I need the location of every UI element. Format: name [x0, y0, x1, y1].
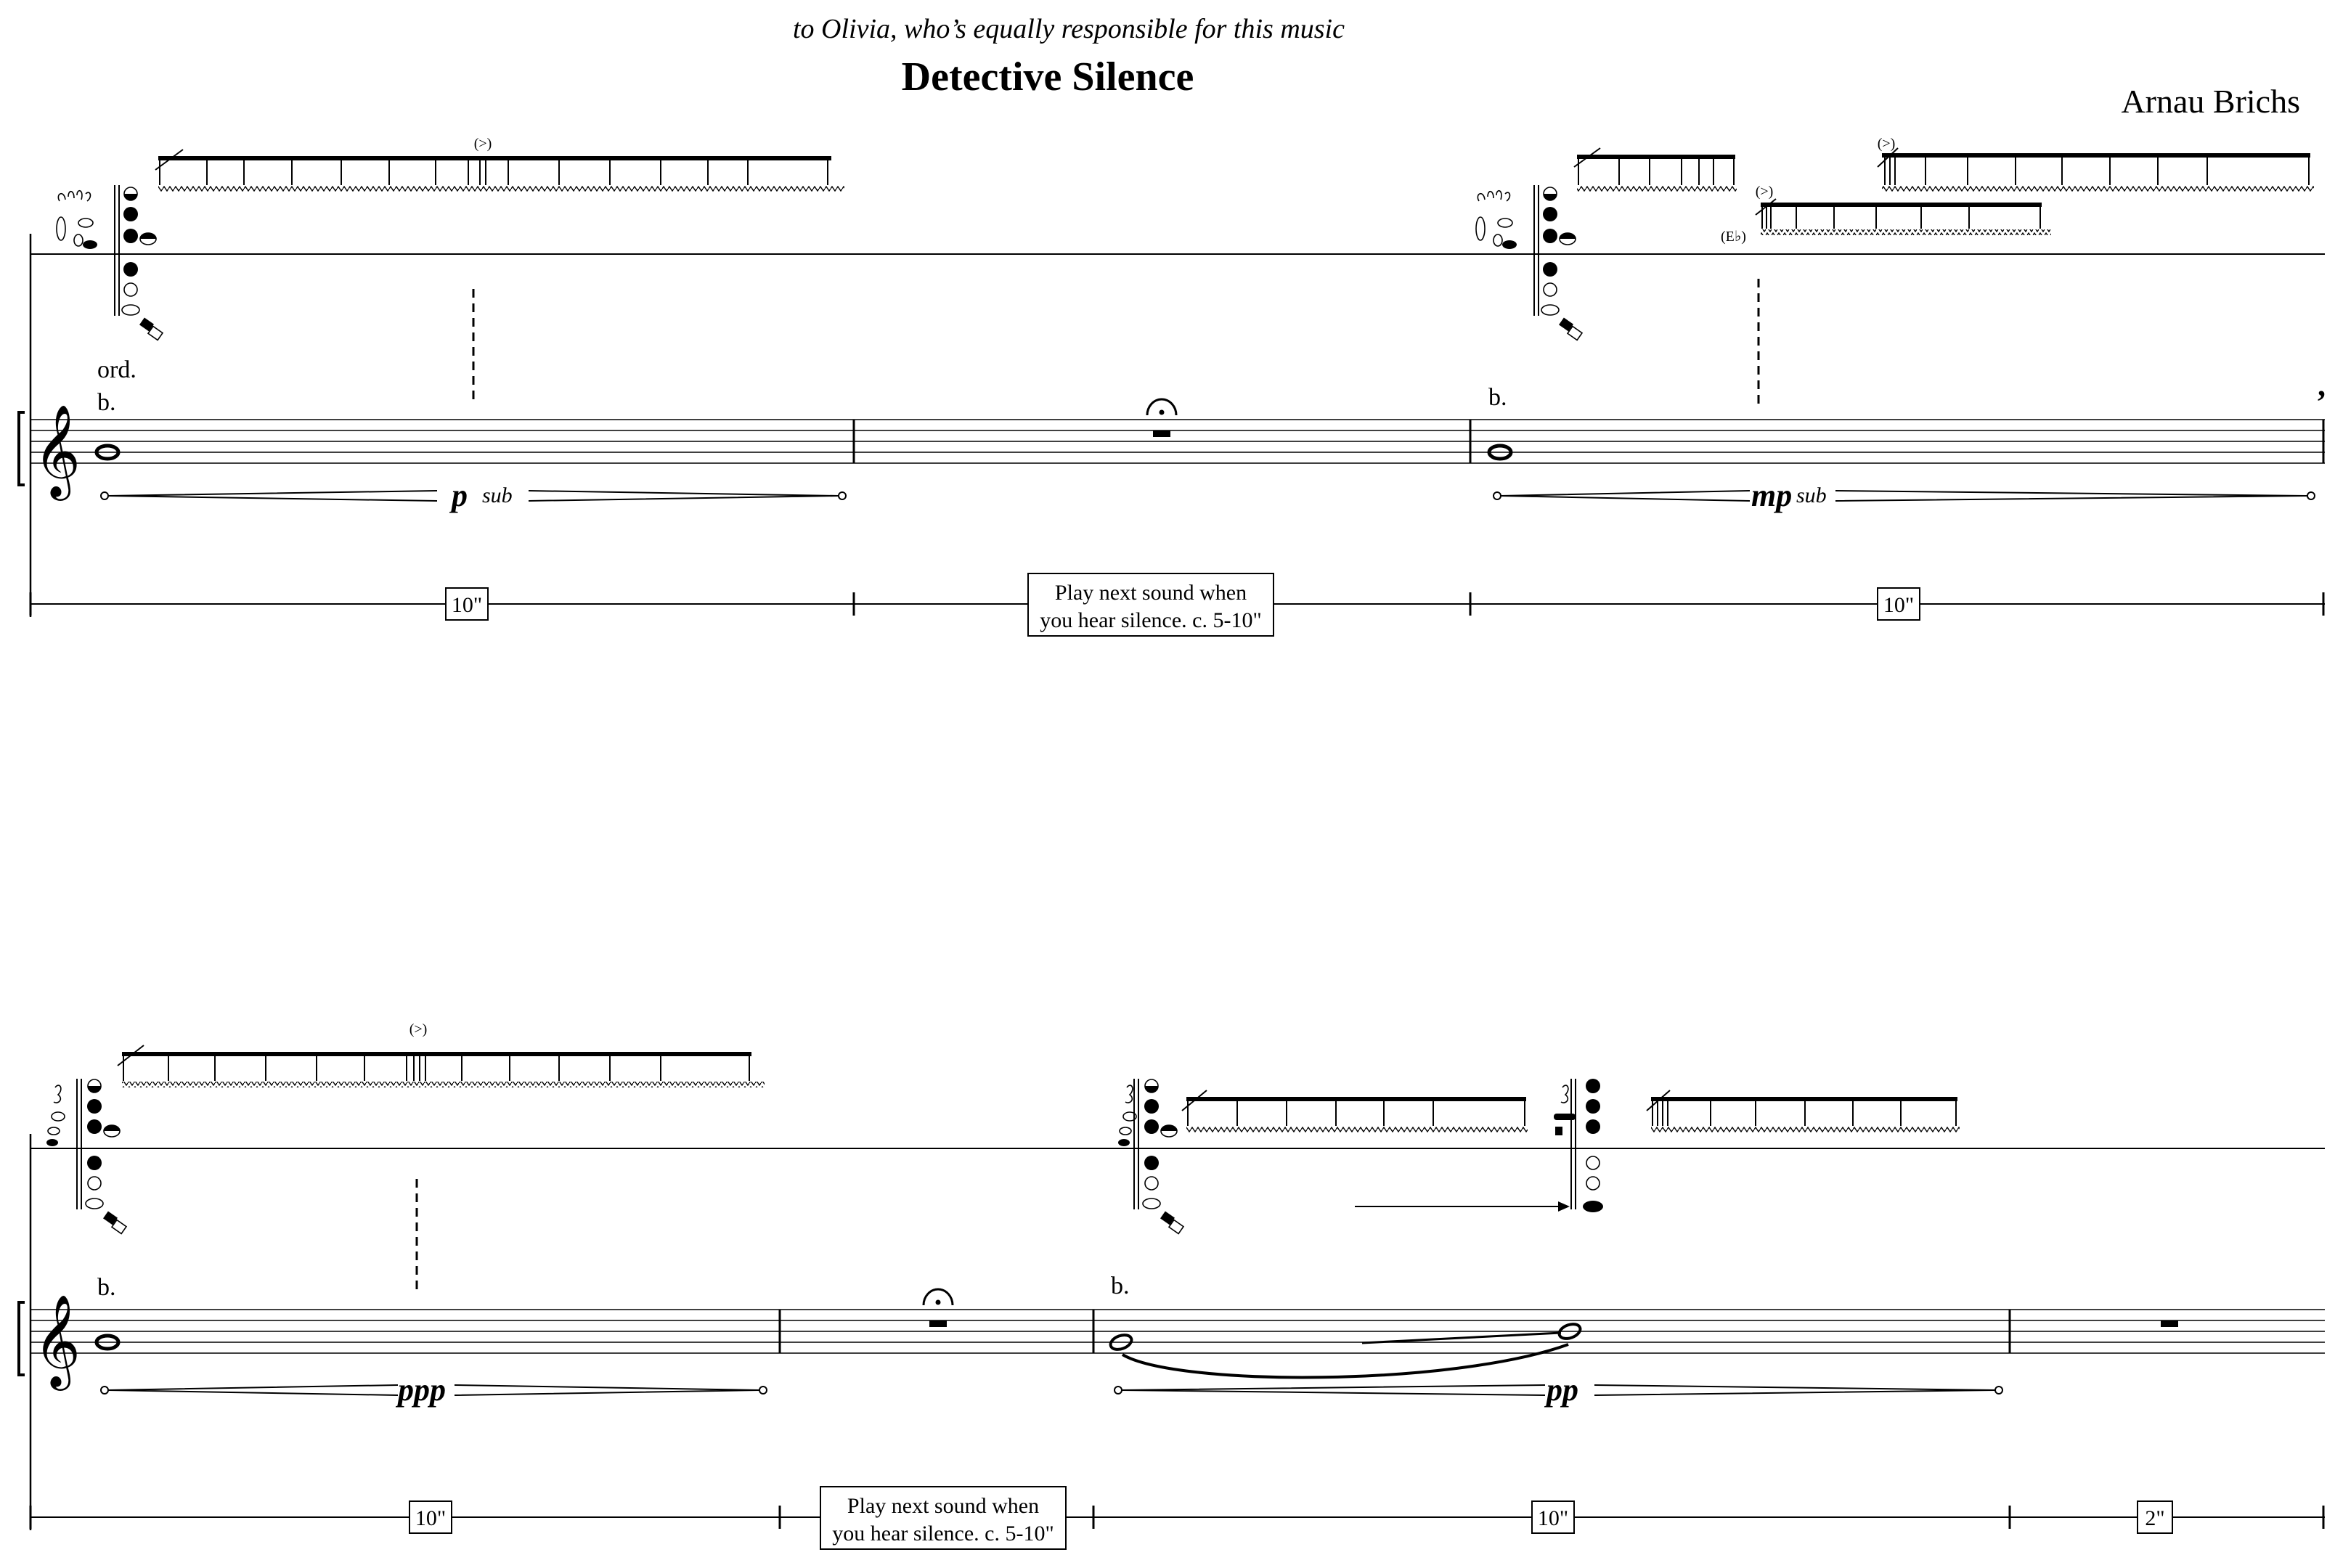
- duration-label: 10": [452, 593, 482, 617]
- half-note: [1557, 1323, 1582, 1340]
- breath-mark-icon: ,: [2318, 367, 2326, 403]
- hairpin: [1493, 490, 2315, 502]
- half-note: [1109, 1334, 1133, 1351]
- flute-fingering-diagram-icon: [56, 185, 164, 341]
- silence-cue-line-2: you hear silence. c. 5-10": [832, 1522, 1054, 1545]
- staff: [30, 1309, 2325, 1354]
- flute-fingering-diagram-icon: [46, 1079, 128, 1235]
- arrow-right-icon: [1355, 1201, 1570, 1212]
- timeline: [29, 1506, 2325, 1529]
- breath-label: b.: [1111, 1273, 1130, 1299]
- composer-name: Arnau Brichs: [2121, 83, 2300, 120]
- piece-title: Detective Silence: [902, 54, 1194, 99]
- slur: [1121, 1343, 1569, 1379]
- system-2: 𝄞: [17, 1021, 2325, 1550]
- breath-label: b.: [97, 1274, 116, 1301]
- barlines: [852, 420, 2325, 463]
- duration-label: 10": [1538, 1506, 1568, 1530]
- duration-label: 10": [1883, 593, 1914, 617]
- dynamic-mp: mp: [1751, 478, 1792, 513]
- tremolo-rhythm: [1181, 1090, 1528, 1132]
- ordinario-label: ord.: [97, 356, 136, 383]
- tremolo-rhythm: (>): [155, 136, 844, 192]
- tremolo-rhythm: (>): [117, 1021, 765, 1087]
- flute-fingering-diagram-icon: [1554, 1079, 1603, 1212]
- whole-note: [94, 444, 121, 461]
- silence-cue-line-1: Play next sound when: [847, 1494, 1039, 1518]
- flute-fingering-diagram-icon: [1475, 185, 1584, 341]
- alt-fingering-label: (E♭): [1721, 229, 1746, 245]
- rest: [2161, 1320, 2178, 1327]
- rest: [929, 1320, 947, 1327]
- dedication: to Olivia, who’s equally responsible for…: [793, 14, 1345, 44]
- barlines: [778, 1310, 2011, 1353]
- silence-cue-line-2: you hear silence. c. 5-10": [1040, 608, 1261, 632]
- accent-mark: (>): [409, 1021, 428, 1037]
- tremolo-rhythm: (>): [1877, 136, 2314, 192]
- breath-label: b.: [1488, 384, 1507, 411]
- accent-mark: (>): [474, 136, 492, 152]
- staff-bracket: [17, 1301, 25, 1376]
- accent-mark: (>): [1878, 136, 1896, 152]
- flute-fingering-diagram-icon: [1118, 1079, 1185, 1235]
- fermata-icon: [1146, 398, 1178, 416]
- silence-cue-line-1: Play next sound when: [1055, 581, 1247, 605]
- glissando-line: [1361, 1331, 1562, 1344]
- tremolo-rhythm: [1646, 1090, 1960, 1132]
- hairpin: [100, 1384, 767, 1396]
- dynamic-pp: pp: [1544, 1372, 1578, 1408]
- hairpin: [1114, 1384, 2003, 1396]
- duration-label: 10": [415, 1506, 446, 1530]
- staff-bracket: [17, 411, 25, 486]
- whole-note: [1487, 444, 1513, 461]
- rest: [1153, 430, 1170, 437]
- tremolo-rhythm: [1573, 147, 1737, 192]
- treble-clef-icon: 𝄞: [33, 406, 81, 501]
- hairpin: [100, 490, 847, 502]
- dynamic-sub: sub: [482, 483, 513, 507]
- system-1: 𝄞: [17, 136, 2326, 637]
- tremolo-rhythm: (>) (E♭): [1721, 184, 2051, 245]
- breath-label: b.: [97, 389, 116, 416]
- treble-clef-icon: 𝄞: [33, 1296, 81, 1391]
- accent-mark: (>): [1756, 184, 1774, 200]
- fermata-icon: [922, 1288, 954, 1306]
- duration-label: 2": [2145, 1506, 2164, 1530]
- dynamic-p: p: [449, 478, 468, 513]
- staff: [30, 419, 2325, 464]
- dynamic-sub: sub: [1796, 483, 1827, 507]
- whole-note: [94, 1334, 121, 1351]
- dynamic-ppp: ppp: [395, 1372, 446, 1408]
